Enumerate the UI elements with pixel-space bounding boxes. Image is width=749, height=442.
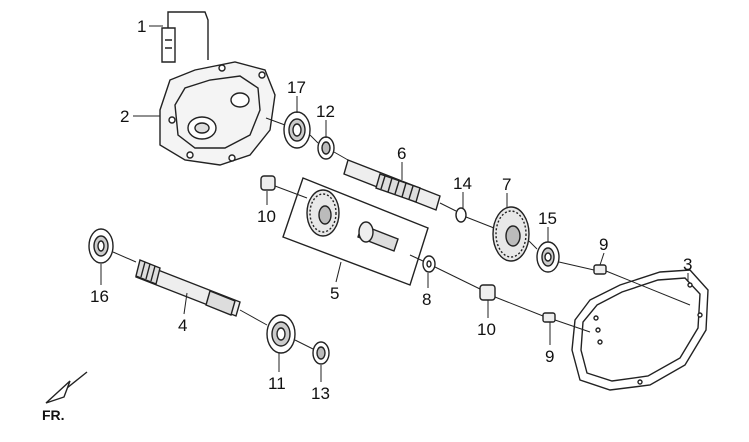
callout-16: 16 bbox=[90, 287, 109, 306]
part-14-circlip bbox=[455, 207, 467, 223]
callout-2: 2 bbox=[120, 107, 129, 126]
front-direction-arrow-icon bbox=[45, 371, 88, 404]
part-16-bearing bbox=[88, 228, 114, 264]
part-8-washer bbox=[422, 255, 436, 273]
callout-leaders bbox=[100, 25, 689, 382]
part-15-bearing bbox=[536, 241, 560, 273]
part-9-dowel-pin-lower bbox=[542, 312, 556, 323]
callout-11: 11 bbox=[268, 374, 286, 393]
part-7-gear bbox=[492, 206, 530, 262]
part-13-oil-seal bbox=[312, 341, 330, 365]
callout-8: 8 bbox=[422, 290, 431, 309]
part-2-gearbox-case bbox=[159, 61, 276, 166]
part-17-bearing bbox=[283, 111, 311, 149]
part-9-dowel-pin-upper bbox=[593, 264, 607, 275]
callout-9-upper: 9 bbox=[599, 235, 608, 254]
assembly-axis-lines bbox=[112, 117, 691, 350]
callout-14: 14 bbox=[453, 174, 472, 193]
part-10-needle-bearing-upper bbox=[260, 175, 276, 191]
part-6-shaft bbox=[343, 159, 441, 211]
callout-6: 6 bbox=[397, 144, 406, 163]
callout-12: 12 bbox=[316, 102, 335, 121]
callout-10-lower: 10 bbox=[477, 320, 496, 339]
callout-17: 17 bbox=[287, 78, 306, 97]
part-10-needle-bearing-lower bbox=[479, 284, 496, 301]
callout-4: 4 bbox=[178, 316, 187, 335]
part-3-gasket bbox=[571, 269, 709, 391]
callout-3: 3 bbox=[683, 255, 692, 274]
part-12-oil-seal bbox=[317, 136, 335, 160]
callout-13: 13 bbox=[311, 384, 330, 403]
part-5-gear-set bbox=[282, 177, 429, 286]
part-11-bearing bbox=[266, 314, 296, 354]
front-label: FR. bbox=[42, 407, 65, 423]
callout-15: 15 bbox=[538, 209, 557, 228]
callout-5: 5 bbox=[330, 284, 339, 303]
part-1-breather-clip bbox=[161, 11, 209, 63]
callout-9-lower: 9 bbox=[545, 347, 554, 366]
callout-7: 7 bbox=[502, 175, 511, 194]
part-4-shaft bbox=[135, 259, 241, 317]
callout-1: 1 bbox=[137, 17, 146, 36]
callout-10-upper: 10 bbox=[257, 207, 276, 226]
